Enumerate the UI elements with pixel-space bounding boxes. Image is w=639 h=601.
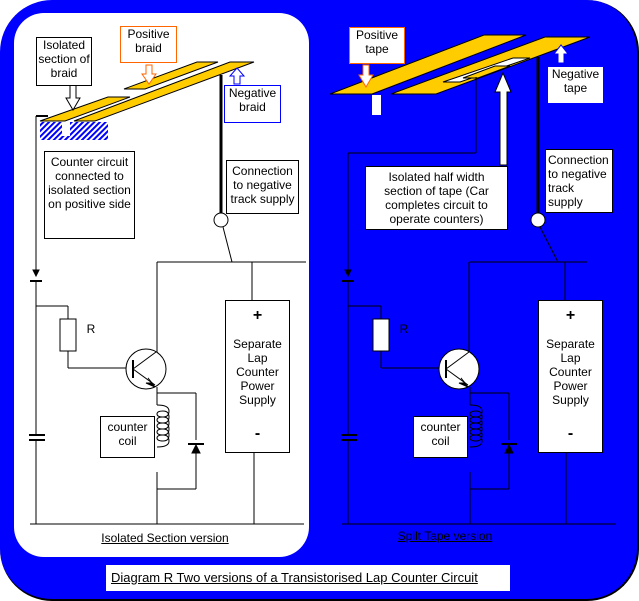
diagram-caption: Diagram R Two versions of a Transistoris…	[106, 565, 510, 591]
isolated-arrow-icon	[65, 84, 81, 111]
negative-tape-label: Negative tape	[547, 66, 604, 104]
right-circuit	[341, 57, 616, 525]
positive-tape-strip	[329, 34, 527, 95]
isolated-half-width-note: Isolated half width section of tape (Car…	[365, 166, 508, 230]
isolated-braid-strip	[39, 96, 131, 122]
minus-sign: -	[567, 425, 574, 442]
positive-tape-label: Positive tape	[349, 27, 405, 64]
counter-coil-label-right: counter coil	[413, 416, 468, 458]
negative-braid-strip	[73, 61, 255, 122]
isolated-tape-arrow-icon	[494, 71, 512, 166]
counter-coil-label-left: counter coil	[100, 416, 155, 458]
connection-note-left: Connection to negative track supply	[226, 160, 299, 214]
power-supply-label: Separate Lap Counter Power Supply	[233, 337, 282, 407]
minus-sign: -	[254, 425, 261, 442]
negative-arrow-icon	[228, 67, 246, 85]
negative-braid-label: Negative braid	[224, 85, 281, 123]
braid-hatch	[40, 122, 108, 140]
plus-sign: +	[565, 307, 576, 324]
right-track	[326, 34, 591, 124]
counter-circuit-note: Counter circuit connected to isolated se…	[44, 151, 135, 239]
left-circuit	[29, 75, 306, 525]
connection-note-right: Connection to negative track supply	[545, 149, 613, 213]
plus-sign: +	[252, 307, 263, 324]
power-supply-label: Separate Lap Counter Power Supply	[546, 337, 595, 407]
positive-tape-arrow-icon	[358, 64, 374, 88]
resistor-label-left: R	[86, 322, 96, 336]
isolated-section-label: Isolated section of braid	[36, 37, 92, 86]
power-supply-right: + Separate Lap Counter Power Supply -	[538, 300, 603, 453]
positive-arrow-icon	[141, 64, 157, 85]
left-panel-title: Isolated Section version	[101, 531, 229, 545]
right-panel-title: Spilt Tape version	[397, 529, 493, 543]
resistor-label-right: R	[399, 322, 409, 336]
negative-tape-arrow-icon	[552, 44, 570, 64]
positive-braid-label: Positive braid	[120, 26, 177, 63]
power-supply-left: + Separate Lap Counter Power Supply -	[225, 300, 290, 453]
